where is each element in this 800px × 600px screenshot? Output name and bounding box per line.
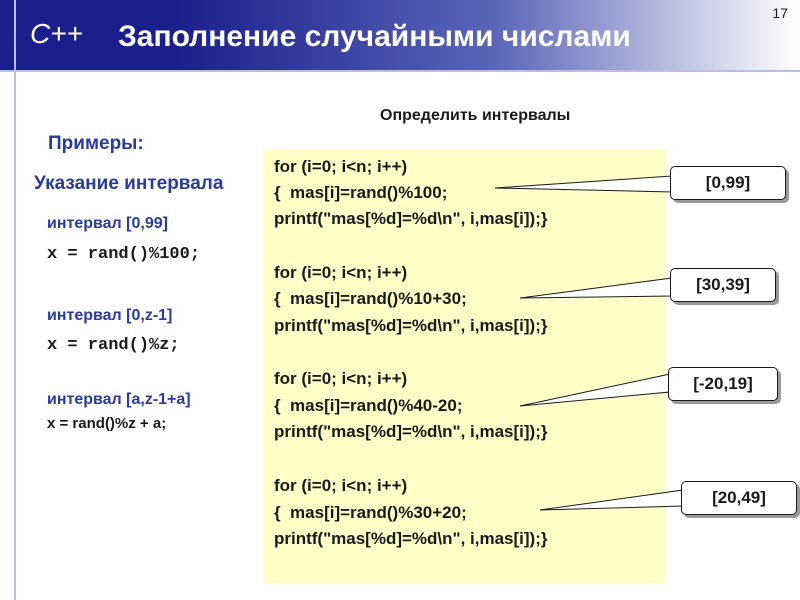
code-area (264, 149, 665, 583)
interval-code-2: x = rand()%z; (47, 336, 180, 355)
code-block-1-line-1: for (i=0; i<n; i++) (274, 157, 408, 176)
header-bar (0, 0, 800, 72)
vertical-divider (14, 0, 16, 600)
callout-pointer-4 (539, 489, 684, 511)
slide-title: Заполнение случайными числами (118, 20, 631, 53)
code-block-3-line-2: { mas[i]=rand()%40-20; (274, 396, 463, 415)
interval-code-3: x = rand()%z + a; (47, 415, 167, 432)
subtitle: Определить интервалы (380, 107, 571, 124)
interval-heading: Указание интервала (34, 173, 224, 194)
callout-pointer-3 (519, 373, 671, 407)
code-block-3-line-3: printf("mas[%d]=%d\n", i,mas[i]);} (274, 422, 548, 441)
code-block-4-line-1: for (i=0; i<n; i++) (274, 476, 408, 495)
callout-interval-2: [30,39] (670, 268, 776, 302)
examples-heading: Примеры: (48, 133, 144, 154)
code-block-2-line-1: for (i=0; i<n; i++) (274, 263, 408, 282)
callout-interval-4: [20,49] (681, 481, 797, 515)
code-block-4-line-2: { mas[i]=rand()%30+20; (274, 503, 467, 522)
code-block-2-line-3: printf("mas[%d]=%d\n", i,mas[i]);} (274, 316, 548, 335)
cpp-logo: C++ (30, 18, 83, 49)
callout-pointer-1 (494, 175, 673, 193)
code-block-3-line-1: for (i=0; i<n; i++) (274, 369, 408, 388)
page-number: 17 (772, 5, 788, 21)
code-block-1-line-3: printf("mas[%d]=%d\n", i,mas[i]);} (274, 209, 548, 228)
code-block-1-line-2: { mas[i]=rand()%100; (274, 183, 448, 202)
interval-label-3: интервал [a,z-1+a] (47, 391, 191, 408)
interval-code-1: x = rand()%100; (47, 245, 201, 264)
code-block-4-line-3: printf("mas[%d]=%d\n", i,mas[i]);} (274, 529, 548, 548)
callout-interval-1: [0,99] (670, 166, 786, 200)
callout-interval-3: [-20,19] (668, 367, 778, 401)
interval-label-1: интервал [0,99] (47, 215, 168, 232)
interval-label-2: интервал [0,z-1] (47, 307, 173, 324)
code-block-2-line-2: { mas[i]=rand()%10+30; (274, 289, 467, 308)
callout-pointer-2 (519, 277, 673, 299)
horizontal-divider (0, 70, 800, 72)
